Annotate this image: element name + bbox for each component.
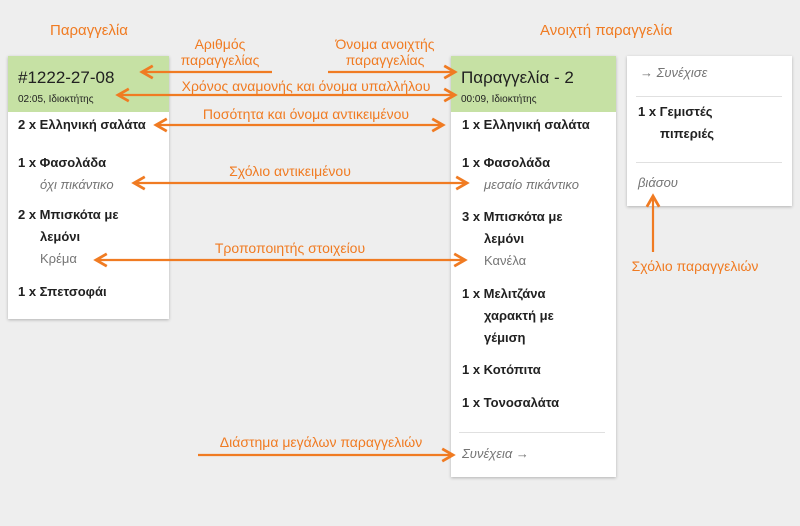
annotation-open-order-name: Όνομα ανοιχτής παραγγελίας — [335, 36, 435, 68]
open-order-header: Ανοιχτή παραγγελία — [540, 22, 673, 39]
divider — [459, 432, 605, 433]
list-item: 1 x Γεμιστές πιπεριές — [638, 104, 714, 141]
continue-link[interactable]: → Συνέχισε — [640, 65, 708, 80]
order-number: #1222-27-08 — [18, 68, 115, 87]
item-comment: όχι πικάντικο — [40, 177, 114, 192]
list-item: 1 x Τονοσαλάτα — [462, 395, 560, 410]
list-item: 1 x Σπετσοφάι — [18, 284, 107, 299]
continued-order-ticket[interactable] — [627, 56, 792, 206]
divider — [636, 162, 782, 163]
divider — [636, 96, 782, 97]
list-item: 2 x Ελληνική σαλάτα — [18, 117, 146, 132]
item-modifier: Κανέλα — [484, 253, 527, 268]
annotation-large-order-gap: Διάστημα μεγάλων παραγγελιών — [219, 434, 423, 450]
annotation-item-comment: Σχόλιο αντικειμένου — [229, 163, 351, 179]
order-header: Παραγγελία — [50, 22, 128, 39]
list-item: 1 x Φασολάδα όχι πικάντικο — [18, 152, 114, 196]
wait-time-employee: 00:09, Ιδιοκτήτης — [461, 94, 537, 105]
list-item: 3 x Μπισκότα με λεμόνι Κανέλα — [462, 206, 563, 272]
annotation-order-number: Αριθμός παραγγελίας — [180, 36, 260, 68]
ticket-header: Παραγγελία - 2 00:09, Ιδιοκτήτης — [451, 56, 616, 112]
item-modifier: Κρέμα — [40, 251, 77, 266]
wait-time-employee: 02:05, Ιδιοκτήτης — [18, 94, 94, 105]
list-item: 1 x Μελιτζάνα χαρακτή με γέμιση — [462, 286, 554, 345]
annotation-item-modifier: Τροποποιητής στοιχείου — [214, 240, 366, 256]
item-comment: μεσαίο πικάντικο — [484, 177, 579, 192]
open-order-ticket[interactable]: Παραγγελία - 2 00:09, Ιδιοκτήτης — [451, 56, 616, 477]
list-item: 1 x Φασολάδα μεσαίο πικάντικο — [462, 152, 579, 196]
list-item: 1 x Ελληνική σαλάτα — [462, 117, 590, 132]
order-comment: βιάσου — [638, 175, 678, 190]
list-item: 2 x Μπισκότα με λεμόνι Κρέμα — [18, 204, 119, 270]
continue-link[interactable]: Συνέχεια → — [462, 446, 529, 461]
open-order-name: Παραγγελία - 2 — [461, 68, 574, 87]
list-item: 1 x Κοτόπιτα — [462, 362, 541, 377]
annotation-order-comment: Σχόλιο παραγγελιών — [631, 258, 759, 274]
